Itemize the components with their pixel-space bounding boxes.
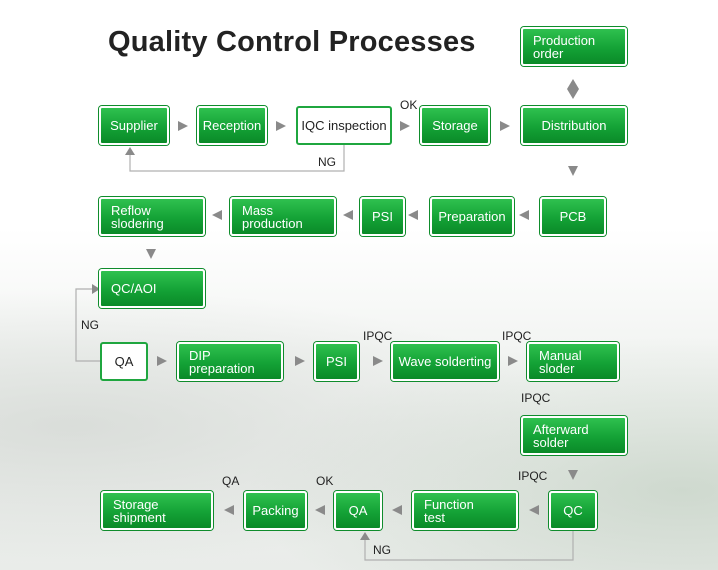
label-qa-packing: QA — [222, 474, 240, 488]
arrow-qa-to-dip — [157, 356, 167, 366]
arrow-psi-to-mass — [343, 210, 353, 220]
storage-shipment-node: Storage shipment — [101, 491, 213, 530]
manual-solder-node: Manual sloder — [527, 342, 619, 381]
arrow-psi-to-wave — [373, 356, 383, 366]
iqc-inspection-node: IQC inspection — [296, 106, 392, 145]
label-ipqc-qc: IPQC — [518, 469, 548, 483]
ng-loop-iqc-to-supplier — [129, 145, 345, 172]
qa-node-1: QA — [100, 342, 148, 381]
reflow-soldering-node: Reflow slodering — [99, 197, 205, 236]
arrow-ng-to-supplier — [125, 147, 135, 155]
arrow-ng-to-qa — [360, 532, 370, 540]
label-ng-qa: NG — [81, 318, 99, 332]
arrow-dip-to-psi — [295, 356, 305, 366]
arrow-wave-to-manual — [508, 356, 518, 366]
label-ng-iqc: NG — [318, 155, 336, 169]
arrow-supplier-to-reception — [178, 121, 188, 131]
preparation-node: Preparation — [430, 197, 514, 236]
arrow-qa-to-packing — [315, 505, 325, 515]
label-ipqc-manual: IPQC — [502, 329, 532, 343]
arrow-storage-to-distribution — [500, 121, 510, 131]
qc-aoi-node: QC/AOI — [99, 269, 205, 308]
ng-loop-qa-to-qcaoi — [75, 288, 100, 362]
psi-node-1: PSI — [360, 197, 405, 236]
arrow-afterward-to-qc — [568, 470, 578, 480]
label-ng-function: NG — [373, 543, 391, 557]
arrow-distribution-to-pcb — [568, 166, 578, 176]
arrow-iqc-to-storage — [400, 121, 410, 131]
storage-node: Storage — [420, 106, 490, 145]
reception-node: Reception — [197, 106, 267, 145]
label-ok-iqc: OK — [400, 98, 418, 112]
ng-loop-qc-to-qa — [364, 530, 574, 561]
page-title: Quality Control Processes — [108, 26, 476, 58]
arrow-qc-to-function — [529, 505, 539, 515]
pcb-node: PCB — [540, 197, 606, 236]
arrow-packing-to-storage-shipment — [224, 505, 234, 515]
function-test-node: Function test — [412, 491, 518, 530]
label-ok-qa: OK — [316, 474, 334, 488]
dip-preparation-node: DIP preparation — [177, 342, 283, 381]
arrow-pcb-to-preparation — [519, 210, 529, 220]
afterward-solder-node: Afterward solder — [521, 416, 627, 455]
arrow-reflow-to-qcaoi — [146, 249, 156, 259]
production-order-node: Production order — [521, 27, 627, 66]
label-ipqc-after-manual: IPQC — [521, 391, 551, 405]
mass-production-node: Mass production — [230, 197, 336, 236]
label-ipqc-psi: IPQC — [363, 329, 393, 343]
arrow-ng-to-qcaoi — [92, 284, 100, 294]
arrow-preparation-to-psi — [408, 210, 418, 220]
qc-node: QC — [549, 491, 597, 530]
psi-node-2: PSI — [314, 342, 359, 381]
supplier-node: Supplier — [99, 106, 169, 145]
arrow-function-to-qa — [392, 505, 402, 515]
packing-node: Packing — [244, 491, 307, 530]
arrow-reception-to-iqc — [276, 121, 286, 131]
diamond-production-distribution — [567, 79, 579, 99]
qa-node-2: QA — [334, 491, 382, 530]
arrow-mass-to-reflow — [212, 210, 222, 220]
distribution-node: Distribution — [521, 106, 627, 145]
wave-soldering-node: Wave solderting — [391, 342, 499, 381]
